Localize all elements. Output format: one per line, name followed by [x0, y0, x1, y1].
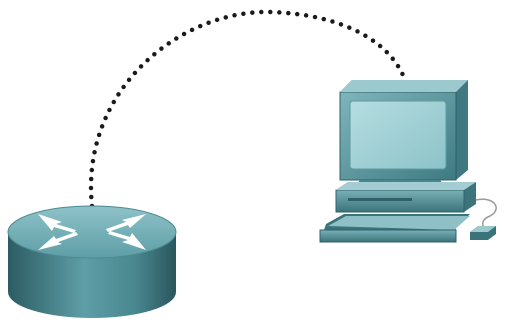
monitor-screen — [350, 101, 446, 169]
router-icon — [8, 206, 176, 318]
computer-icon — [320, 80, 496, 242]
